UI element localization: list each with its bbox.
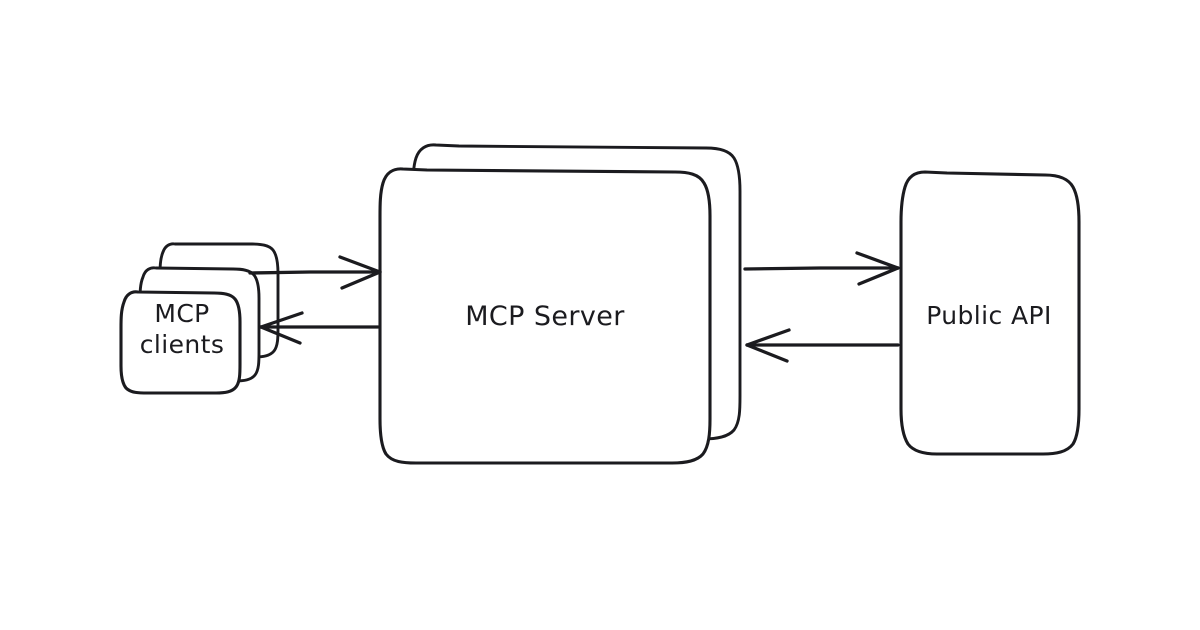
- node-label-mcp-server: MCP Server: [465, 301, 625, 332]
- node-label-public-api: Public API: [926, 301, 1052, 330]
- mcp-server-card-front: [378, 167, 712, 465]
- edge-server-to-api-line: [743, 266, 898, 271]
- edge-api-to-server[interactable]: [745, 328, 900, 363]
- edge-api-to-server-arrowhead: [745, 328, 791, 347]
- node-mcp-clients[interactable]: [119, 242, 280, 395]
- edge-server-to-clients[interactable]: [259, 311, 380, 345]
- public-api-card: [899, 170, 1081, 456]
- mcp-clients-card-front: [119, 290, 242, 395]
- edge-server-to-api-arrowhead: [855, 251, 900, 270]
- node-label-mcp-clients: MCP clients: [139, 299, 225, 359]
- node-public-api[interactable]: [899, 170, 1081, 456]
- edge-api-to-server-arrowhead2: [745, 343, 789, 363]
- edge-server-to-api[interactable]: [743, 251, 900, 286]
- edge-clients-to-server-arrowhead: [338, 255, 382, 274]
- node-mcp-server[interactable]: [378, 143, 742, 465]
- edge-clients-to-server-arrowhead2: [340, 270, 382, 290]
- edge-clients-to-server[interactable]: [248, 255, 382, 290]
- edge-server-to-api-arrowhead2: [857, 266, 900, 286]
- edge-server-to-clients-arrowhead: [259, 311, 304, 329]
- edge-clients-to-server-line: [248, 270, 380, 275]
- edge-server-to-clients-arrowhead2: [259, 325, 302, 345]
